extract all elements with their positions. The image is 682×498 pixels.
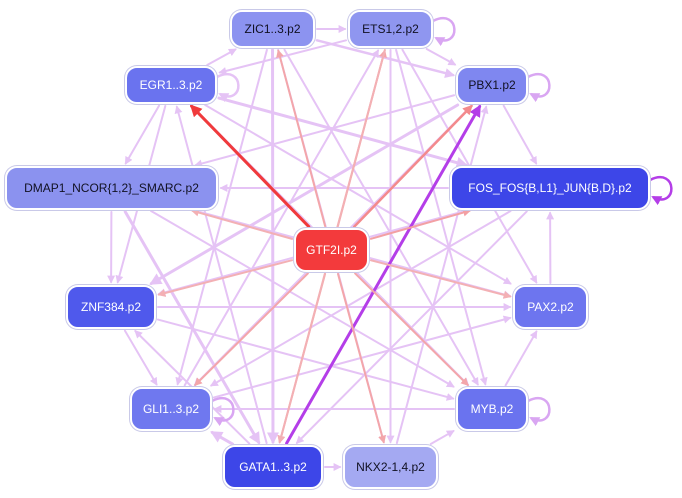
edge-egr-zic: [206, 48, 237, 67]
node-egr[interactable]: EGR1..3.p2: [125, 66, 217, 104]
edge-znf-gli: [123, 329, 158, 386]
node-gata[interactable]: GATA1..3.p2: [223, 445, 323, 489]
edge-nkx-myb: [429, 430, 455, 446]
edge-pbx-znf: [149, 103, 460, 285]
edge-znf-myb: [156, 318, 455, 401]
edge-gtf-pax: [369, 259, 512, 299]
node-ets[interactable]: ETS1,2.p2: [348, 10, 433, 48]
edge-gtf-dmap: [190, 208, 294, 240]
node-label: GATA1..3.p2: [239, 460, 307, 474]
edge-pbx-fos: [502, 104, 538, 165]
node-label: GLI1..3.p2: [142, 402, 200, 416]
node-pax[interactable]: PAX2.p2: [513, 285, 588, 329]
edge-gtf-zic: [276, 49, 327, 228]
edge-gtf-egr: [189, 104, 311, 229]
edge-ets-pbx: [425, 47, 457, 66]
node-label: ZIC1..3.p2: [244, 22, 301, 36]
node-label: FOS_FOS{B,L1}_JUN{B,D}.p2: [468, 181, 632, 195]
node-label: PBX1.p2: [468, 78, 516, 92]
node-dmap[interactable]: DMAP1_NCOR{1,2}_SMARC.p2: [5, 166, 218, 210]
node-label: DMAP1_NCOR{1,2}_SMARC.p2: [24, 181, 199, 195]
node-label: GTF2I.p2: [306, 243, 357, 257]
edge-gata-egr: [174, 105, 268, 445]
node-zic[interactable]: ZIC1..3.p2: [230, 10, 315, 48]
node-znf[interactable]: ZNF384.p2: [66, 285, 156, 329]
self-loop-gli: [211, 397, 235, 427]
edge-zic-gli: [175, 48, 268, 386]
self-loop-ets: [432, 17, 456, 47]
node-label: NKX2-1,4.p2: [356, 460, 425, 474]
edge-gata-gli: [210, 430, 235, 446]
node-nkx[interactable]: NKX2-1,4.p2: [343, 445, 438, 489]
node-gli[interactable]: GLI1..3.p2: [130, 387, 212, 431]
edge-nkx-pbx: [395, 105, 489, 445]
node-label: ZNF384.p2: [80, 300, 142, 314]
edge-gtf-fos: [369, 208, 472, 240]
edge-gtf-pbx: [353, 104, 473, 228]
node-label: MYB.p2: [470, 402, 514, 416]
self-loop-myb: [527, 397, 551, 427]
edge-gata-pbx: [285, 104, 482, 445]
edge-dmap-myb: [150, 210, 455, 388]
edge-fos-gata: [295, 210, 528, 445]
edge-gtf-myb: [354, 272, 469, 387]
node-label: ETS1,2.p2: [362, 22, 419, 36]
edge-gtf-nkx: [337, 272, 386, 444]
edge-egr-dmap: [124, 104, 161, 165]
edge-gli-ets: [183, 49, 380, 387]
edge-zic-myb: [283, 48, 479, 386]
edge-gtf-znf: [157, 259, 294, 297]
node-fos[interactable]: FOS_FOS{B,L1}_JUN{B,D}.p2: [450, 166, 650, 210]
edge-egr-fos: [217, 96, 469, 169]
edge-gli-pax: [212, 315, 512, 399]
edge-fos-gli: [209, 210, 512, 387]
self-loop-egr: [216, 73, 240, 103]
node-gtf[interactable]: GTF2I.p2: [294, 228, 369, 272]
node-pbx[interactable]: PBX1.p2: [456, 66, 528, 104]
edge-gtf-gli: [194, 272, 309, 387]
node-label: PAX2.p2: [527, 300, 574, 314]
edge-myb-pax: [504, 330, 538, 387]
self-loop-fos: [649, 176, 673, 206]
node-label: EGR1..3.p2: [139, 78, 203, 92]
edge-egr-pax: [204, 104, 512, 285]
node-myb[interactable]: MYB.p2: [456, 387, 528, 431]
self-loop-pbx: [527, 73, 551, 103]
